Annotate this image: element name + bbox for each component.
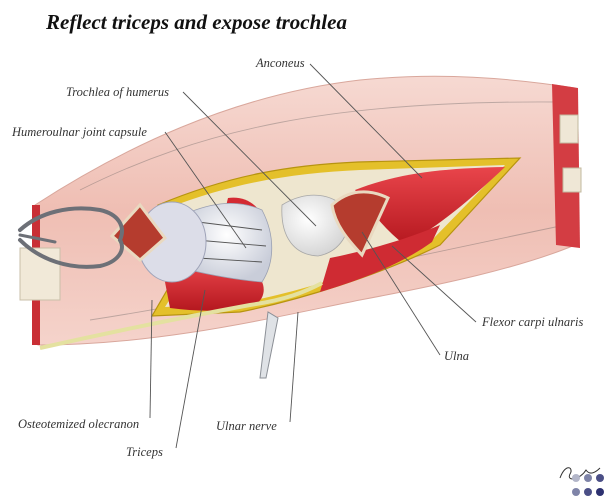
label-anconeus: Anconeus xyxy=(255,56,305,70)
radius-end xyxy=(559,114,579,144)
label-fcu: Flexor carpi ulnaris xyxy=(481,315,584,329)
retractor-icon xyxy=(18,206,124,269)
dot-grid-logo xyxy=(572,474,604,496)
flexor-carpi-ulnaris xyxy=(320,225,440,292)
ulna-end xyxy=(562,167,582,193)
label-nerve: Ulnar nerve xyxy=(216,419,277,433)
label-triceps: Triceps xyxy=(126,445,163,459)
nerve-retractor xyxy=(259,311,279,379)
anconeus-muscle xyxy=(355,167,505,245)
labels: Anconeus Trochlea of humerus Humeroulnar… xyxy=(11,56,584,459)
ulnar-nerve xyxy=(39,281,323,350)
page-title: Reflect triceps and expose trochlea xyxy=(46,10,347,34)
ulna-cut-surface xyxy=(330,190,390,258)
label-ulna: Ulna xyxy=(444,349,469,363)
label-trochlea: Trochlea of humerus xyxy=(66,85,169,99)
leader-lines xyxy=(149,63,477,449)
distal-cut-edge xyxy=(552,84,580,248)
signature-mark xyxy=(559,467,601,480)
label-capsule: Humeroulnar joint capsule xyxy=(11,125,147,139)
label-olecranon: Osteotemized olecranon xyxy=(18,417,139,431)
surgical-window xyxy=(39,157,522,379)
olecranon-cut-surface xyxy=(109,202,168,262)
